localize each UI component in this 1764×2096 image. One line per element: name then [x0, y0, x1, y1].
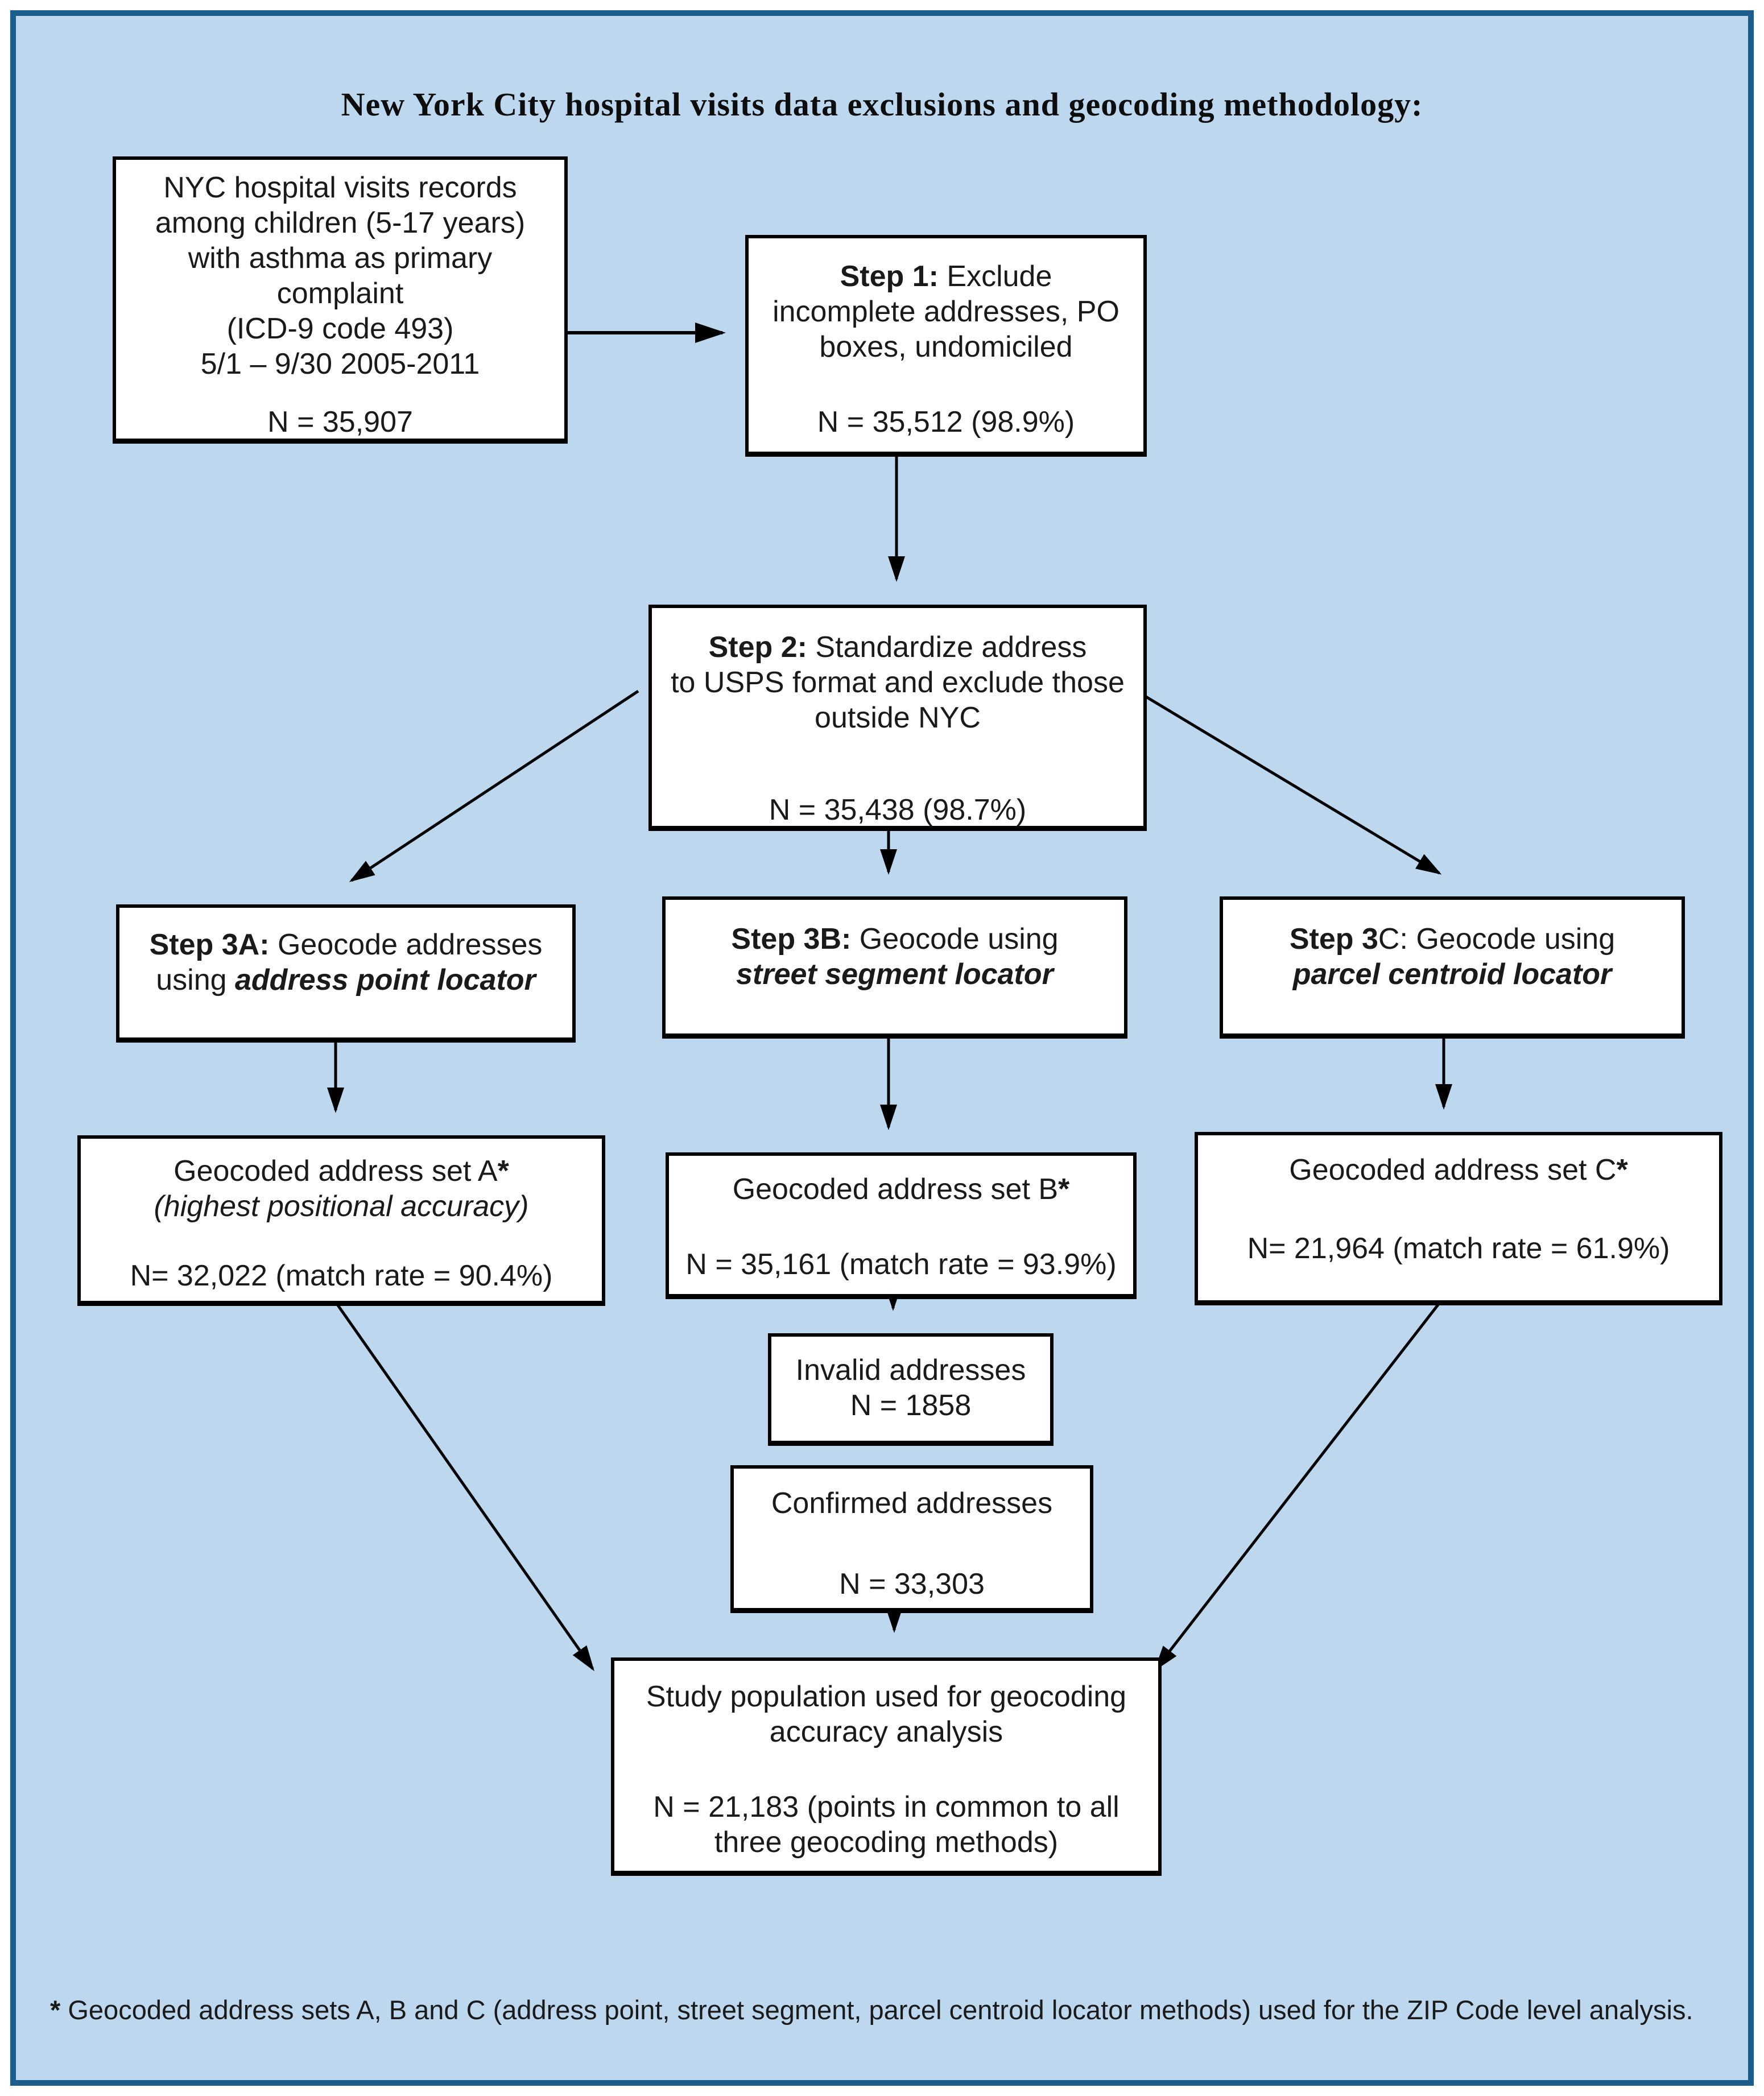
arrow-step2-to-step3c: [1135, 689, 1442, 875]
arrow-step2-to-step3a: [349, 689, 639, 882]
box-step-3a: Step 3A: Geocode addresses using address…: [116, 904, 576, 1043]
n-count: N = 35,512 (98.9%): [817, 406, 1075, 439]
n-count: N = 21,183 (points in common to all: [653, 1791, 1119, 1824]
diagram-frame: New York City hospital visits data exclu…: [10, 10, 1754, 2086]
box-confirmed-addresses: Confirmed addresses N = 33,303: [730, 1465, 1093, 1613]
box-text: Geocoded address set C: [1289, 1154, 1617, 1187]
box-text-line: NYC hospital visits records: [163, 171, 517, 204]
box-text-line: outside NYC: [815, 701, 981, 734]
n-count: N = 1858: [850, 1389, 972, 1422]
arrow-setA-to-study: [331, 1297, 594, 1672]
box-text-line: complaint: [276, 277, 404, 310]
footnote-marker: *: [1616, 1154, 1628, 1187]
step-label: Step 3A:: [149, 928, 270, 961]
box-geocoded-set-c: Geocoded address set C* N= 21,964 (match…: [1195, 1132, 1722, 1305]
box-text-line: Geocoded address set C*: [1198, 1152, 1719, 1188]
box-study-population: Study population used for geocoding accu…: [611, 1657, 1162, 1876]
n-count: three geocoding methods): [714, 1826, 1059, 1859]
box-text-line: among children (5-17 years): [155, 206, 526, 239]
footnote: * Geocoded address sets A, B and C (addr…: [50, 1994, 1754, 2026]
box-source-population: NYC hospital visits records among childr…: [113, 156, 568, 444]
n-count: N = 35,438 (98.7%): [769, 793, 1027, 826]
box-text: Geocode using: [851, 923, 1059, 956]
step-label: Step 2:: [708, 631, 807, 664]
box-text-line: parcel centroid locator: [1223, 957, 1682, 992]
box-text: Standardize address: [807, 631, 1087, 664]
box-geocoded-set-b: Geocoded address set B* N = 35,161 (matc…: [666, 1152, 1137, 1299]
box-text-line: 5/1 – 9/30 2005-2011: [200, 348, 480, 381]
box-step-1: Step 1: Exclude incomplete addresses, PO…: [745, 235, 1147, 457]
box-text-line: accuracy analysis: [769, 1715, 1003, 1748]
box-step-3c: Step 3C: Geocode using parcel centroid l…: [1220, 896, 1685, 1039]
box-text-line: Geocoded address set B*: [669, 1172, 1133, 1207]
box-text-line: Step 1: Exclude: [749, 259, 1143, 294]
n-count: N = 33,303: [839, 1568, 985, 1601]
box-text-line: boxes, undomiciled: [819, 330, 1073, 363]
box-text-line: (highest positional accuracy): [154, 1190, 529, 1223]
locator-method-label: street segment locator: [736, 958, 1054, 991]
locator-method-label: address point locator: [235, 964, 536, 997]
box-text-line: street segment locator: [666, 957, 1124, 992]
box-text-line: Invalid addresses: [795, 1354, 1026, 1387]
box-geocoded-set-a: Geocoded address set A* (highest positio…: [77, 1135, 605, 1306]
page-title: New York City hospital visits data exclu…: [341, 86, 1423, 123]
arrow-setC-to-study: [1154, 1296, 1445, 1671]
box-text-line: to USPS format and exclude those: [671, 666, 1125, 699]
footnote-text: Geocoded address sets A, B and C (addres…: [60, 1995, 1693, 2025]
n-count: N= 32,022 (match rate = 90.4%): [130, 1259, 553, 1292]
box-text: using: [156, 964, 235, 997]
box-text-line: incomplete addresses, PO: [772, 295, 1119, 328]
box-step-2: Step 2: Standardize address to USPS form…: [648, 605, 1147, 831]
step-label: Step 3: [1289, 923, 1378, 956]
box-text-line: using address point locator: [119, 962, 572, 998]
box-text-line: Step 3A: Geocode addresses: [119, 927, 572, 962]
box-text-line: Step 3C: Geocode using: [1223, 921, 1682, 957]
n-count: N= 21,964 (match rate = 61.9%): [1247, 1232, 1670, 1265]
box-text: Geocoded address set A: [173, 1155, 498, 1188]
box-text-line: (ICD-9 code 493): [226, 312, 454, 345]
box-text-line: Step 3B: Geocode using: [666, 921, 1124, 957]
box-text-line: with asthma as primary: [188, 242, 493, 275]
locator-method-label: parcel centroid locator: [1292, 958, 1612, 991]
box-text: Geocoded address set B: [732, 1173, 1059, 1206]
box-text-line: Study population used for geocoding: [646, 1680, 1127, 1713]
box-step-3b: Step 3B: Geocode using street segment lo…: [662, 896, 1127, 1039]
box-text: Geocode addresses: [269, 928, 543, 961]
step-label: Step 3B:: [731, 923, 852, 956]
box-invalid-addresses: Invalid addresses N = 1858: [768, 1333, 1054, 1446]
box-text-line: Confirmed addresses: [771, 1487, 1053, 1520]
step-label: Step 1:: [840, 260, 939, 293]
box-text-line: Step 2: Standardize address: [652, 630, 1143, 665]
box-text-line: Geocoded address set A*: [81, 1154, 602, 1189]
n-count: N = 35,161 (match rate = 93.9%): [685, 1248, 1117, 1281]
n-count: N = 35,907: [267, 406, 413, 439]
footnote-marker: *: [1058, 1173, 1070, 1206]
box-text: C: Geocode using: [1378, 923, 1616, 956]
footnote-marker: *: [497, 1155, 509, 1188]
box-text: Exclude: [938, 260, 1052, 293]
footnote-marker: *: [50, 1995, 61, 2025]
